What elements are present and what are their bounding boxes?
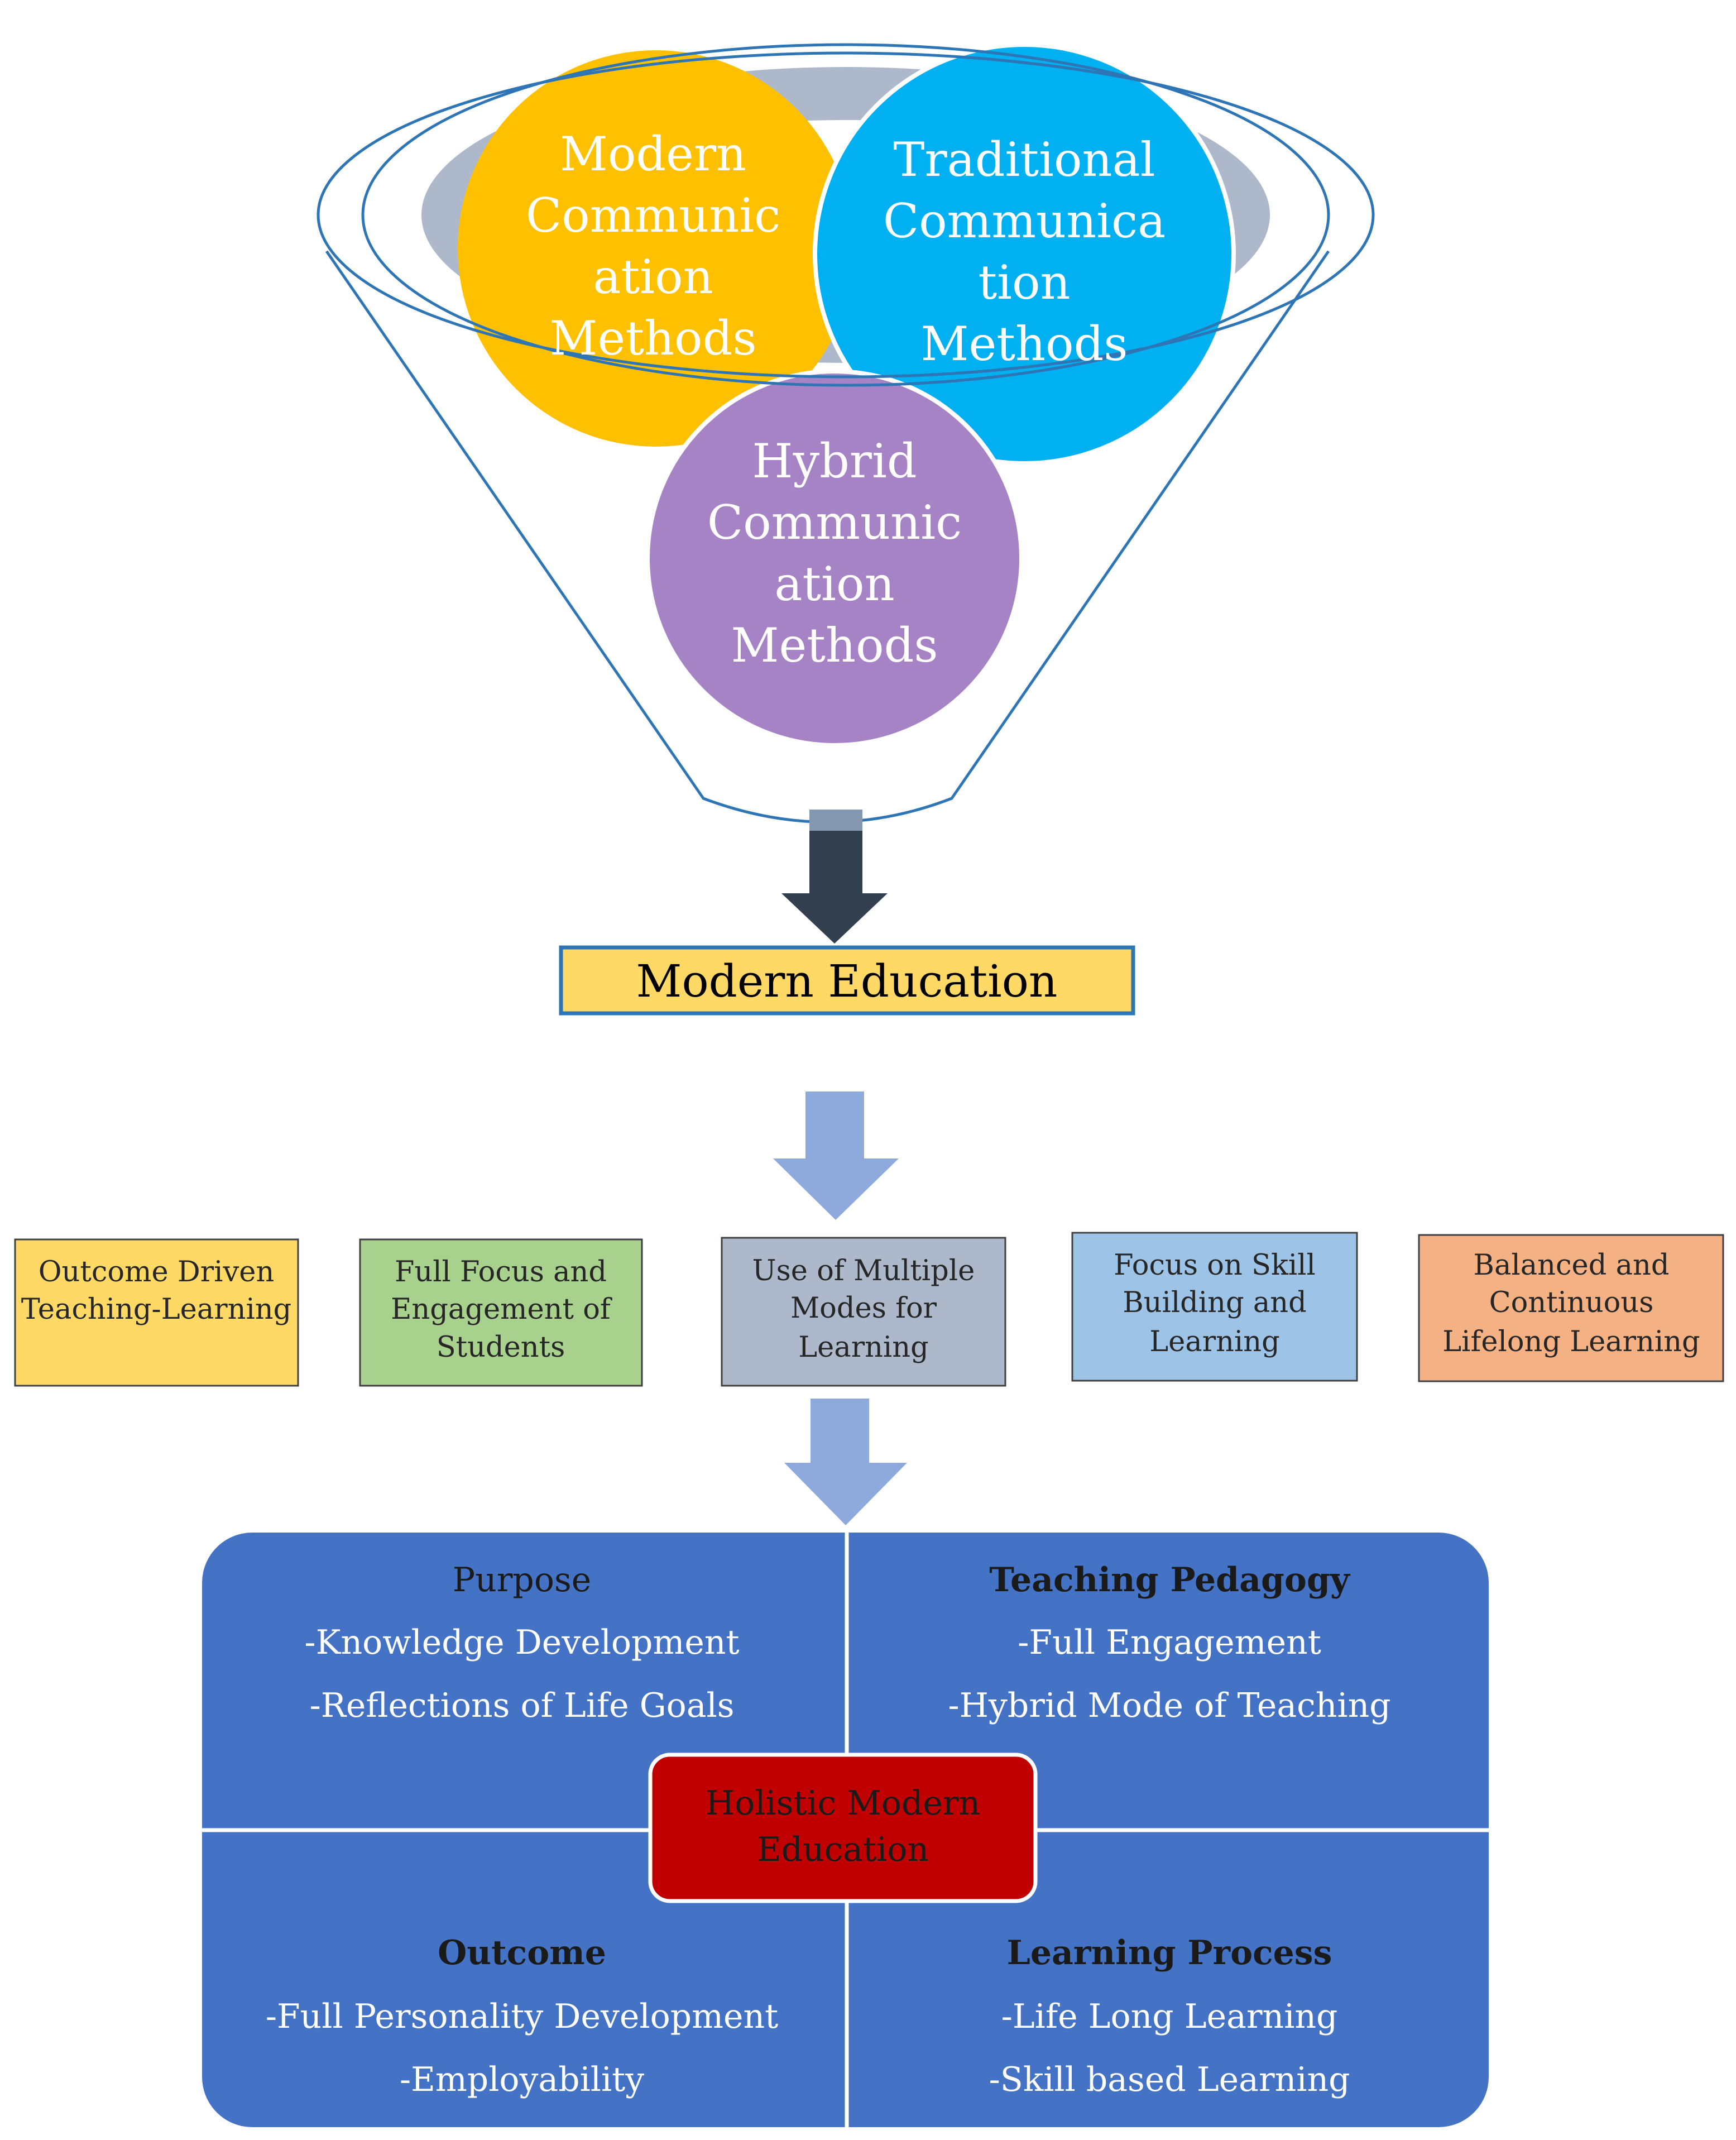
learning-process-item-2: -Skill based Learning — [989, 2060, 1350, 2099]
feature-box-full-focus: Full Focus and Engagement of Students — [359, 1238, 643, 1387]
purpose-item-2: -Reflections of Life Goals — [309, 1686, 734, 1725]
teaching-pedagogy-item-2: -Hybrid Mode of Teaching — [948, 1686, 1390, 1725]
dark-arrow-head — [781, 893, 888, 944]
modern-education-box: Modern Education — [559, 945, 1135, 1016]
feature-3-line-3: Learning — [798, 1331, 928, 1364]
center-box-rect — [648, 1753, 1038, 1903]
light-arrow-1-shaft — [805, 1091, 864, 1161]
quadrant-purpose: Purpose -Knowledge Development -Reflecti… — [304, 1560, 739, 1725]
feature-box-skill-building: Focus on Skill Building and Learning — [1071, 1232, 1358, 1382]
learning-process-title: Learning Process — [1007, 1933, 1332, 1973]
feature-box-5-rect — [1418, 1234, 1724, 1382]
feature-1-line-1: Outcome Driven — [39, 1256, 275, 1289]
purpose-title: Purpose — [453, 1560, 592, 1600]
light-arrow-2-shaft — [811, 1399, 869, 1466]
feature-box-multiple-modes: Use of Multiple Modes for Learning — [721, 1237, 1006, 1387]
feature-4-line-2: Building and — [1123, 1286, 1307, 1319]
traditional-line-1: Traditional — [893, 132, 1155, 187]
circle-labels: Modern Communic ation Methods Traditiona… — [526, 127, 1166, 673]
holistic-center-box: Holistic Modern Education — [648, 1753, 1038, 1903]
funnel-inner-rim — [361, 43, 1330, 387]
dark-down-arrow — [781, 810, 888, 944]
feature-box-lifelong-learning: Balanced and Continuous Lifelong Learnin… — [1418, 1234, 1724, 1382]
teaching-pedagogy-item-1: -Full Engagement — [1018, 1623, 1321, 1662]
feature-box-3-rect — [721, 1237, 1006, 1387]
quadrant-outcome: Outcome -Full Personality Development -E… — [266, 1933, 779, 2099]
hybrid-line-2: Communic — [707, 495, 962, 550]
dark-arrow-shaft-top — [809, 810, 862, 832]
modern-line-2: Communic — [526, 188, 780, 243]
funnel-outline — [316, 43, 1375, 824]
feature-5-line-2: Continuous — [1489, 1286, 1654, 1319]
circle-modern-methods — [458, 50, 854, 447]
circle-hybrid-methods — [645, 369, 1024, 748]
hybrid-line-4: Methods — [731, 618, 938, 673]
traditional-line-3: tion — [978, 255, 1070, 310]
traditional-line-4: Methods — [920, 317, 1128, 371]
feature-2-line-3: Students — [437, 1331, 565, 1364]
quadrant-texts: Purpose -Knowledge Development -Reflecti… — [266, 1560, 1391, 2099]
funnel-outer-rim — [316, 51, 1375, 379]
feature-box-1-rect — [14, 1238, 299, 1387]
feature-1-line-2: Teaching-Learning — [21, 1293, 292, 1326]
feature-5-line-1: Balanced and — [1474, 1249, 1670, 1282]
outcome-item-2: -Employability — [400, 2060, 644, 2099]
dark-arrow-shaft — [809, 831, 862, 895]
outcome-title: Outcome — [438, 1933, 606, 1973]
quadrant-learning-process: Learning Process -Life Long Learning -Sk… — [989, 1933, 1350, 2099]
circle-traditional-methods — [813, 42, 1236, 466]
feature-4-line-1: Focus on Skill — [1114, 1249, 1316, 1282]
feature-2-line-1: Full Focus and — [395, 1256, 607, 1289]
modern-line-1: Modern — [560, 127, 746, 181]
feature-4-line-3: Learning — [1149, 1325, 1279, 1358]
communication-circles — [458, 42, 1236, 748]
light-down-arrow-2 — [784, 1399, 907, 1525]
quadrant-teaching-pedagogy: Teaching Pedagogy -Full Engagement -Hybr… — [948, 1560, 1390, 1725]
modern-education-label: Modern Education — [636, 955, 1058, 1007]
center-label-line-1: Holistic Modern — [706, 1784, 980, 1823]
traditional-line-2: Communica — [883, 194, 1166, 248]
light-arrow-2-head — [784, 1463, 907, 1525]
light-arrow-1-head — [773, 1158, 899, 1220]
feature-box-outcome-driven: Outcome Driven Teaching-Learning — [14, 1238, 299, 1387]
light-down-arrow-1 — [773, 1091, 899, 1220]
modern-education-rect — [559, 945, 1135, 1016]
hybrid-line-3: ation — [774, 557, 894, 611]
purpose-item-1: -Knowledge Development — [304, 1623, 739, 1662]
hybrid-line-1: Hybrid — [752, 434, 917, 489]
feature-box-2-rect — [359, 1238, 643, 1387]
modern-line-3: ation — [593, 250, 713, 304]
outcome-item-1: -Full Personality Development — [266, 1997, 779, 2036]
feature-box-4-rect — [1071, 1232, 1358, 1382]
teaching-pedagogy-title: Teaching Pedagogy — [989, 1560, 1351, 1600]
learning-process-item-1: -Life Long Learning — [1001, 1997, 1338, 2036]
feature-5-line-3: Lifelong Learning — [1442, 1325, 1700, 1358]
feature-boxes: Outcome Driven Teaching-Learning Full Fo… — [14, 1232, 1724, 1387]
feature-2-line-2: Engagement of — [391, 1293, 612, 1326]
feature-3-line-1: Use of Multiple — [752, 1255, 975, 1287]
modern-line-4: Methods — [549, 311, 756, 366]
feature-3-line-2: Modes for — [790, 1292, 937, 1325]
center-label-line-2: Education — [757, 1830, 929, 1869]
